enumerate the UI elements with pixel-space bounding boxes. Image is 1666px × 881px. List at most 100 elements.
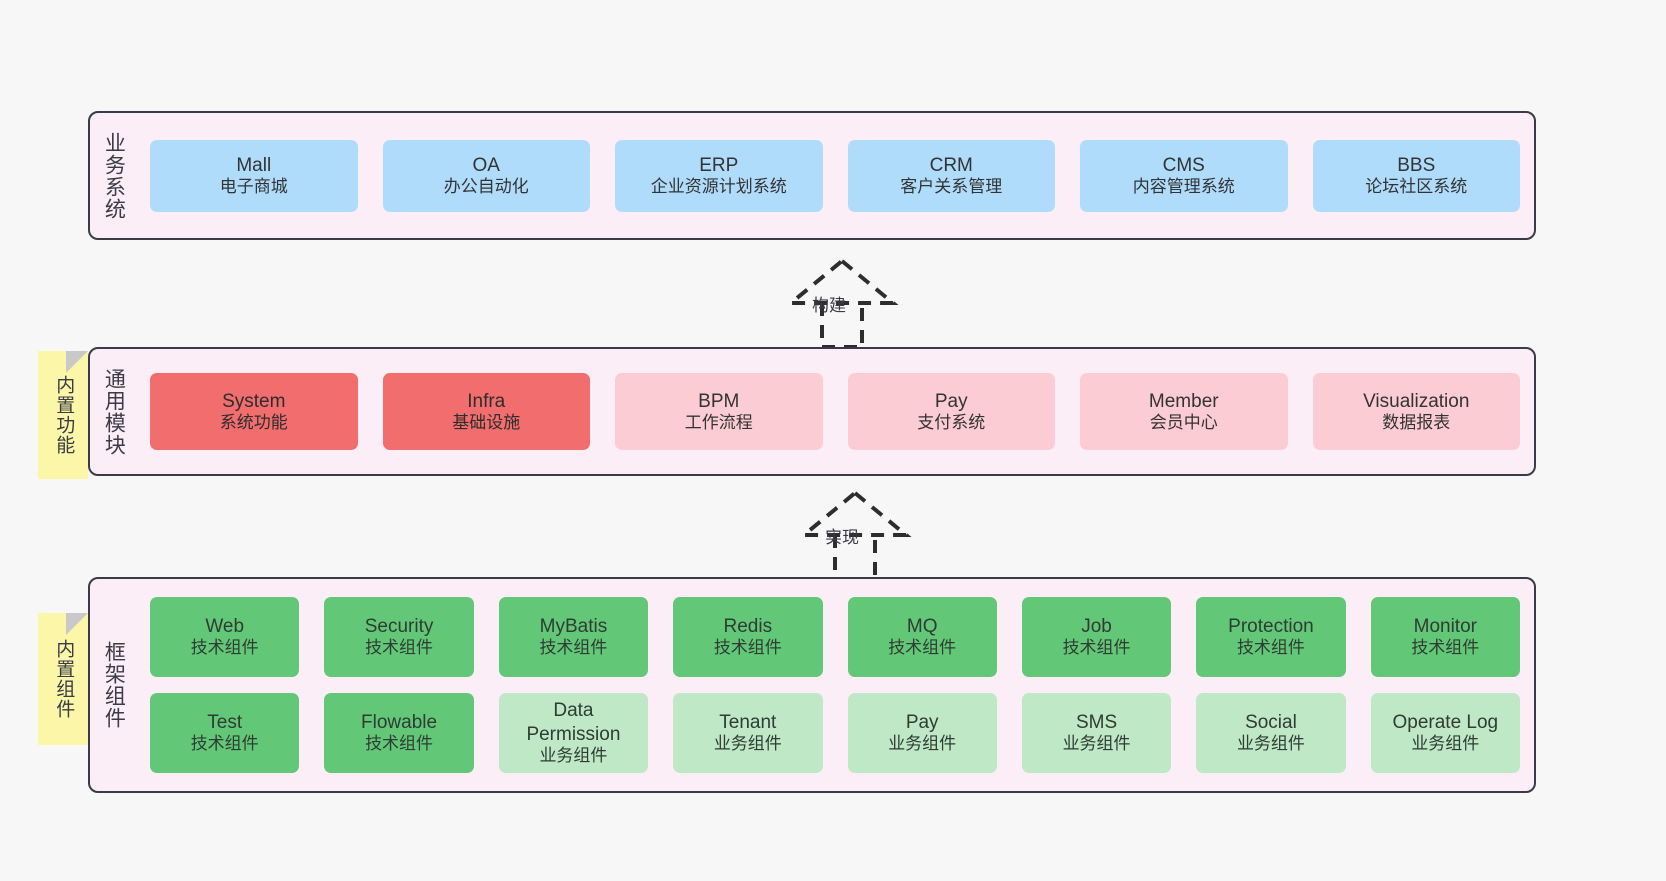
node-title: Redis xyxy=(723,616,773,638)
node-subtitle: 技术组件 xyxy=(1411,638,1480,658)
node-sms[interactable]: SMS 业务组件 xyxy=(1021,693,1172,773)
node-subtitle: 技术组件 xyxy=(365,734,434,754)
node-bpm[interactable]: BPM 工作流程 xyxy=(615,373,823,450)
node-social[interactable]: Social 业务组件 xyxy=(1196,693,1346,773)
layer-body-framework: Web 技术组件 Security 技术组件 MyBatis 技术组件 Redi… xyxy=(136,579,1534,791)
node-subtitle: 业务组件 xyxy=(1236,734,1305,754)
node-flowable[interactable]: Flowable 技术组件 xyxy=(324,693,474,773)
node-member[interactable]: Member 会员中心 xyxy=(1080,373,1288,450)
node-subtitle: 技术组件 xyxy=(713,638,782,658)
layer-row: Mall 电子商城 OA 办公自动化 ERP 企业资源计划系统 CRM 客户关系… xyxy=(150,139,1520,212)
node-title: Protection xyxy=(1228,616,1314,638)
layer-title-common: 通用模块 xyxy=(102,367,126,456)
node-title: Mall xyxy=(236,154,272,176)
node-subtitle: 技术组件 xyxy=(539,638,608,658)
node-redis[interactable]: Redis 技术组件 xyxy=(673,597,823,677)
node-subtitle: 技术组件 xyxy=(365,638,434,658)
note-builtin-features: 内置功能 xyxy=(38,351,88,479)
node-subtitle: 电子商城 xyxy=(219,176,288,196)
node-title: OA xyxy=(472,154,500,176)
node-pay-component[interactable]: Pay 业务组件 xyxy=(847,693,997,773)
node-job[interactable]: Job 技术组件 xyxy=(1021,597,1172,677)
node-subtitle: 技术组件 xyxy=(1062,638,1131,658)
node-title: CRM xyxy=(929,154,973,176)
node-title: Flowable xyxy=(361,712,438,734)
node-monitor[interactable]: Monitor 技术组件 xyxy=(1370,597,1520,677)
node-operate-log[interactable]: Operate Log 业务组件 xyxy=(1370,693,1520,773)
connector-build: 构建 xyxy=(752,255,932,349)
node-subtitle: 技术组件 xyxy=(190,638,259,658)
node-subtitle: 业务组件 xyxy=(888,734,957,754)
node-crm[interactable]: CRM 客户关系管理 xyxy=(847,139,1055,212)
node-pay[interactable]: Pay 支付系统 xyxy=(847,373,1055,450)
node-system[interactable]: System 系统功能 xyxy=(150,373,358,450)
node-bbs[interactable]: BBS 论坛社区系统 xyxy=(1312,139,1520,212)
layer-framework-components: 框架组件 Web 技术组件 Security 技术组件 MyBatis 技术组件… xyxy=(88,577,1536,793)
node-infra[interactable]: Infra 基础设施 xyxy=(382,373,590,450)
node-subtitle: 数据报表 xyxy=(1382,412,1451,432)
node-title: Infra xyxy=(467,390,506,412)
node-subtitle: 系统功能 xyxy=(219,412,288,432)
node-subtitle: 论坛社区系统 xyxy=(1365,176,1468,196)
node-title: Monitor xyxy=(1413,616,1477,638)
node-title: Data Permission xyxy=(526,700,621,745)
node-title: Web xyxy=(205,616,245,638)
node-title: SMS xyxy=(1075,712,1118,734)
layer-body-common: System 系统功能 Infra 基础设施 BPM 工作流程 Pay 支付系统… xyxy=(136,349,1534,474)
node-title: Security xyxy=(364,616,434,638)
note-builtin-components: 内置组件 xyxy=(38,613,88,745)
layer-business-systems: 业务系统 Mall 电子商城 OA 办公自动化 ERP 企业资源计划系统 CRM… xyxy=(88,111,1536,240)
layer-body-business: Mall 电子商城 OA 办公自动化 ERP 企业资源计划系统 CRM 客户关系… xyxy=(136,113,1534,238)
node-title: BBS xyxy=(1397,154,1436,176)
layer-title-framework: 框架组件 xyxy=(102,641,126,729)
node-cms[interactable]: CMS 内容管理系统 xyxy=(1080,139,1288,212)
node-data-permission[interactable]: Data Permission 业务组件 xyxy=(498,693,649,773)
node-subtitle: 支付系统 xyxy=(917,412,986,432)
node-title: Pay xyxy=(934,390,968,412)
node-title: Operate Log xyxy=(1392,712,1499,734)
connector-label-implement: 实现 xyxy=(825,528,859,547)
node-subtitle: 会员中心 xyxy=(1149,412,1218,432)
node-oa[interactable]: OA 办公自动化 xyxy=(382,139,590,212)
node-subtitle: 企业资源计划系统 xyxy=(650,176,787,196)
node-subtitle: 技术组件 xyxy=(1236,638,1305,658)
node-title: Job xyxy=(1081,616,1112,638)
node-subtitle: 客户关系管理 xyxy=(900,176,1003,196)
node-subtitle: 业务组件 xyxy=(539,745,608,765)
node-title: Visualization xyxy=(1363,390,1470,412)
layer-common-modules: 通用模块 System 系统功能 Infra 基础设施 BPM 工作流程 Pay… xyxy=(88,347,1536,476)
node-subtitle: 办公自动化 xyxy=(443,176,529,196)
node-test[interactable]: Test 技术组件 xyxy=(150,693,300,773)
node-title: BPM xyxy=(698,390,740,412)
node-subtitle: 基础设施 xyxy=(452,412,521,432)
node-web[interactable]: Web 技术组件 xyxy=(150,597,300,677)
node-subtitle: 工作流程 xyxy=(684,412,753,432)
node-title: MyBatis xyxy=(539,616,608,638)
node-title: Tenant xyxy=(719,712,777,734)
connector-implement: 实现 xyxy=(765,487,945,581)
connector-label-build: 构建 xyxy=(812,296,846,315)
node-erp[interactable]: ERP 企业资源计划系统 xyxy=(615,139,823,212)
node-protection[interactable]: Protection 技术组件 xyxy=(1196,597,1346,677)
node-title: ERP xyxy=(699,154,739,176)
node-title: CMS xyxy=(1162,154,1205,176)
node-subtitle: 技术组件 xyxy=(190,734,259,754)
node-subtitle: 业务组件 xyxy=(713,734,782,754)
node-visualization[interactable]: Visualization 数据报表 xyxy=(1312,373,1520,450)
node-tenant[interactable]: Tenant 业务组件 xyxy=(673,693,823,773)
node-security[interactable]: Security 技术组件 xyxy=(324,597,474,677)
node-subtitle: 业务组件 xyxy=(1062,734,1131,754)
node-mq[interactable]: MQ 技术组件 xyxy=(847,597,997,677)
node-title: Test xyxy=(207,712,243,734)
node-title: MQ xyxy=(906,616,938,638)
layer-row: Web 技术组件 Security 技术组件 MyBatis 技术组件 Redi… xyxy=(150,597,1520,677)
node-title: Social xyxy=(1245,712,1297,734)
node-title: System xyxy=(222,390,286,412)
node-title: Pay xyxy=(905,712,939,734)
node-mybatis[interactable]: MyBatis 技术组件 xyxy=(498,597,649,677)
node-subtitle: 业务组件 xyxy=(1411,734,1480,754)
node-title: Member xyxy=(1148,390,1219,412)
node-subtitle: 内容管理系统 xyxy=(1132,176,1235,196)
node-mall[interactable]: Mall 电子商城 xyxy=(150,139,358,212)
